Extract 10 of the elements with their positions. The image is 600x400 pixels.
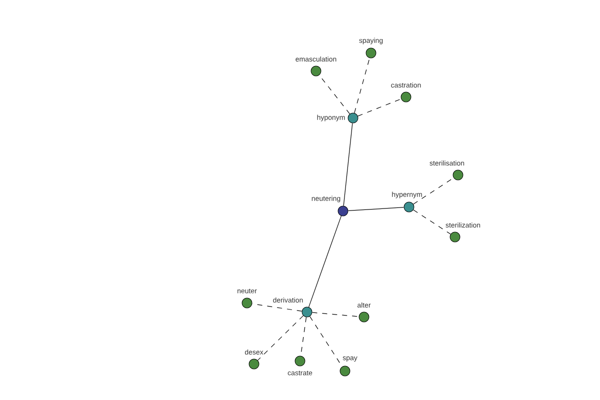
connector-line bbox=[358, 98, 402, 116]
connector-line bbox=[354, 58, 370, 114]
connector-line bbox=[252, 303, 302, 312]
connector-line bbox=[308, 216, 342, 308]
connector-line bbox=[348, 207, 404, 211]
connector-line bbox=[312, 312, 360, 317]
connector-line bbox=[343, 122, 353, 206]
connector-line bbox=[413, 178, 454, 204]
connector-line bbox=[413, 210, 451, 234]
connector-line bbox=[257, 315, 304, 361]
